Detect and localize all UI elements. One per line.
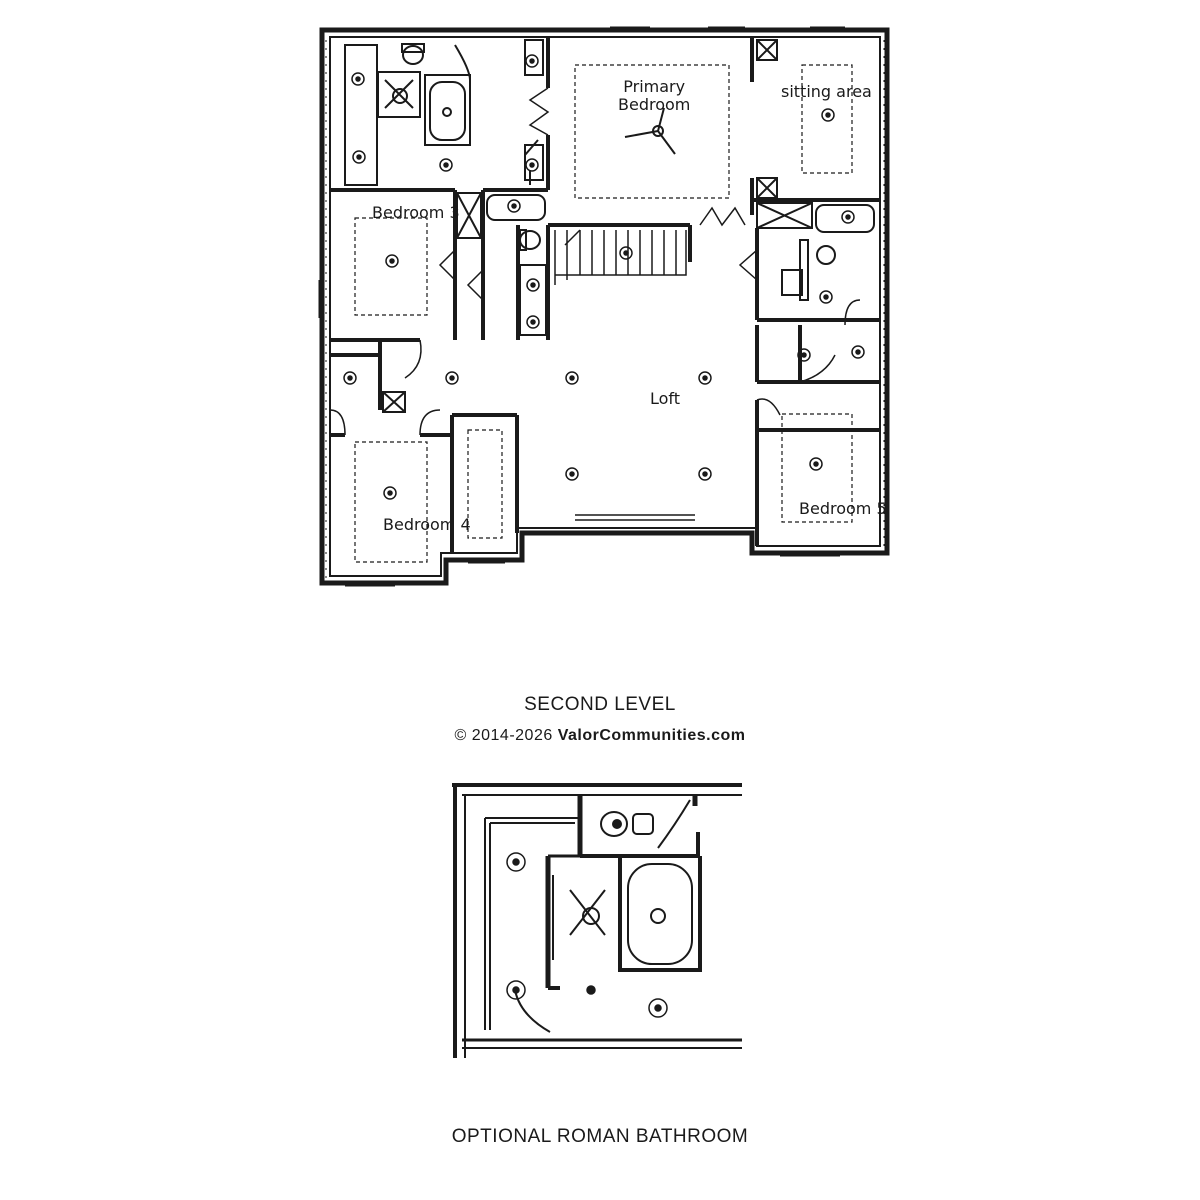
ceiling-lights [343, 54, 865, 500]
room-label-bedroom-5: Bedroom 5 [799, 499, 887, 518]
opt-fixtures [484, 799, 693, 1033]
copyright-line: © 2014-2026 ValorCommunities.com [0, 727, 1200, 745]
interior-walls [330, 37, 880, 553]
copyright-brand: ValorCommunities.com [557, 727, 746, 744]
staircase [554, 229, 687, 285]
copyright-prefix: © 2014-2026 [454, 727, 558, 744]
opt-walls [452, 783, 742, 1058]
secondary-bath-fixtures [382, 39, 875, 413]
optional-bathroom-caption: OPTIONAL ROMAN BATHROOM [451, 1126, 749, 1147]
room-label-sitting-area: sitting area [781, 82, 872, 101]
primary-bath-fixtures [344, 39, 544, 186]
room-label-primary-bedroom: Primary Bedroom [618, 77, 691, 114]
ceiling-fan-icon [624, 107, 676, 155]
room-label-bedroom-3: Bedroom 3 [372, 203, 460, 222]
level-caption: SECOND LEVEL [524, 694, 676, 715]
opt-ceiling-lights [506, 852, 668, 1018]
room-label-loft: Loft [650, 389, 681, 408]
ceiling-trays [354, 64, 853, 563]
room-label-bedroom-4: Bedroom 4 [383, 515, 471, 534]
wall-hatch [325, 40, 885, 578]
door-swings [329, 87, 861, 521]
windows [318, 26, 845, 587]
